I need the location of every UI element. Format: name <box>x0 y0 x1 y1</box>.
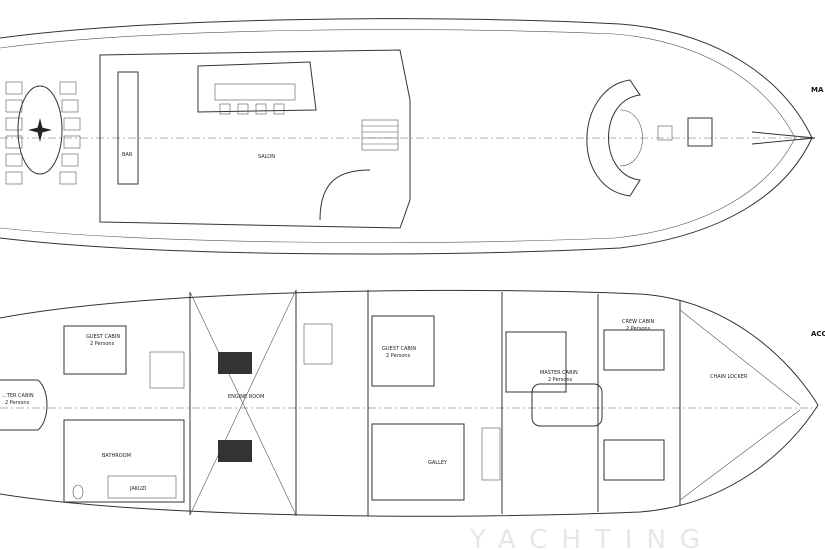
crew-cabin-lower <box>603 439 665 481</box>
vip-cabin <box>0 379 48 431</box>
crew-cabin-persons: 2 Persons <box>626 326 651 332</box>
master-bed <box>531 383 603 427</box>
galley-label: GALLEY <box>428 460 448 466</box>
crew-cabin-label: CREW CABIN <box>622 319 654 325</box>
engine-room-cross <box>189 289 801 516</box>
forward-hatch <box>657 125 673 141</box>
jakuzi-label: JAKUZI <box>129 486 146 492</box>
salon-table <box>214 83 296 101</box>
mid-guest-cabin-persons: 2 Persons <box>386 353 411 359</box>
deckhouse-outline <box>99 49 411 229</box>
master-cabin-label: MASTER CABIN <box>540 370 578 376</box>
master-cabin <box>505 331 567 393</box>
aft-chairs <box>5 81 81 185</box>
vip-cabin-label: ...TER CABIN <box>2 393 34 399</box>
bar-counter <box>117 71 139 185</box>
aft-guest-cabin-label: GUEST CABIN <box>86 334 120 340</box>
compass-rose-icon <box>28 118 52 142</box>
foredeck-hatch <box>619 109 643 167</box>
galley-stove <box>481 427 501 481</box>
bathroom-label: BATHROOM <box>102 453 131 459</box>
engine-room-label: ENGINE ROOM <box>228 394 264 400</box>
bowsprit <box>751 131 816 145</box>
lower-deck-side-label: ACC <box>811 330 825 338</box>
master-cabin-persons: 2 Persons <box>548 377 573 383</box>
salon-label: SALON <box>258 154 275 160</box>
main-deck-plan: BAR SALON MA <box>0 18 824 255</box>
lower-deck-hull <box>0 289 819 517</box>
main-deck-stairs <box>361 119 399 151</box>
engine-port <box>218 352 252 374</box>
engine-starboard <box>218 440 252 462</box>
jakuzi-tub <box>107 475 177 499</box>
bar-label: BAR <box>122 152 133 158</box>
salon-stools <box>219 103 285 115</box>
salon-sofa <box>197 61 317 113</box>
accommodation-deck-plan: ENGINE ROOM GUEST CABIN 2 Persons ...TER… <box>0 289 825 517</box>
chain-locker-label: CHAIN LOCKER <box>710 374 748 380</box>
aft-cabin-bath <box>149 351 185 389</box>
main-deck-hull <box>0 18 813 255</box>
foredeck-sunpad <box>586 79 641 197</box>
crew-cabin <box>603 329 665 371</box>
aft-guest-cabin-persons: 2 Persons <box>90 341 115 347</box>
main-deck-hull-inner <box>0 29 796 243</box>
mid-guest-cabin-label: GUEST CABIN <box>382 346 416 352</box>
toilet-aft <box>72 484 84 500</box>
windlass <box>687 117 713 147</box>
mid-bath <box>303 323 333 365</box>
main-deck-side-label: MA <box>811 86 824 94</box>
watermark: YACHTING <box>469 525 714 550</box>
bulkheads <box>189 290 681 516</box>
aft-guest-cabin <box>63 325 127 375</box>
vip-cabin-persons: 2 Persons <box>5 400 30 406</box>
curved-stair <box>319 169 371 221</box>
galley <box>371 423 465 501</box>
bathroom <box>63 419 185 503</box>
mid-guest-cabin <box>371 315 435 387</box>
